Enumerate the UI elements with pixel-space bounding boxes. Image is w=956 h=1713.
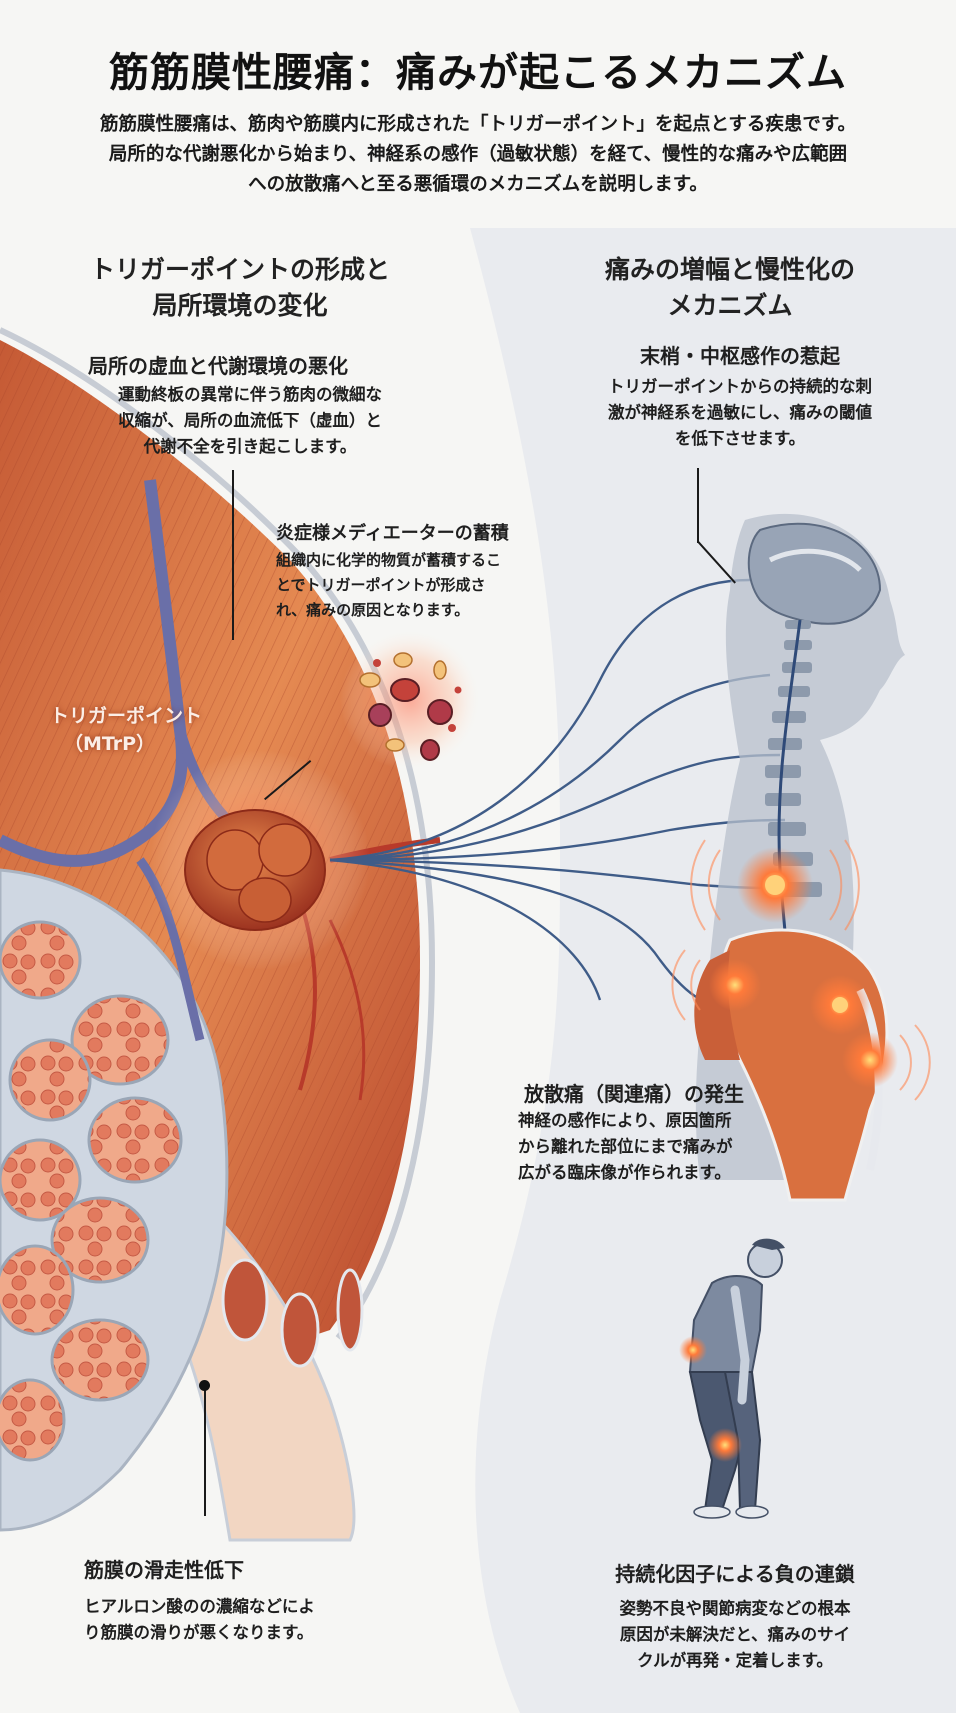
callout-line: ヒアルロン酸のの濃縮などによ bbox=[84, 1597, 315, 1616]
callout-line: トリガーポイントからの持続的な刺 bbox=[608, 377, 872, 396]
heading-line: メカニズム bbox=[667, 291, 793, 320]
callout-fascia: 筋膜の滑走性低下 ヒアルロン酸のの濃縮などによ り筋膜の滑りが悪くなります。 bbox=[84, 1556, 424, 1646]
callout-line: 広がる臨床像が作られます。 bbox=[518, 1163, 731, 1182]
heading-line: 痛みの増幅と慢性化の bbox=[604, 255, 855, 284]
callout-line: り筋膜の滑りが悪くなります。 bbox=[84, 1623, 314, 1642]
callout-ischemia: 局所の虚血と代謝環境の悪化 運動終板の異常に伴う筋肉の微細な 収縮が、局所の血流… bbox=[80, 352, 420, 460]
left-section-heading: トリガーポイントの形成と 局所環境の変化 bbox=[30, 252, 450, 324]
inflammatory-mediator-cluster bbox=[340, 630, 480, 770]
intro-line: への放散痛へと至る悪循環のメカニズムを説明します。 bbox=[248, 174, 708, 195]
callout-line: 収縮が、局所の血流低下（虚血）と bbox=[118, 411, 382, 430]
leader-line-ischemia bbox=[232, 470, 234, 640]
callout-title: 末梢・中枢感作の惹起 bbox=[640, 344, 840, 368]
callout-title: 持続化因子による負の連鎖 bbox=[615, 1562, 855, 1586]
callout-body: 運動終板の異常に伴う筋肉の微細な 収縮が、局所の血流低下（虚血）と 代謝不全を引… bbox=[80, 382, 420, 460]
callout-line: を低下させます。 bbox=[674, 429, 806, 448]
callout-mediator: 炎症様メディエーターの蓄積 組織内に化学的物質が蓄積するこ とでトリガーポイント… bbox=[276, 520, 566, 623]
callout-body: 姿勢不良や関節病変などの根本 原因が未解決だと、痛みのサイ クルが再発・定着しま… bbox=[570, 1596, 900, 1674]
callout-line: とでトリガーポイントが形成さ bbox=[276, 576, 486, 594]
leader-line-fascia bbox=[204, 1386, 206, 1516]
callout-title: 炎症様メディエーターの蓄積 bbox=[276, 523, 509, 544]
callout-line: 原因が未解決だと、痛みのサイ bbox=[619, 1625, 851, 1644]
leader-dot-fascia bbox=[199, 1380, 210, 1391]
heading-line: 局所環境の変化 bbox=[152, 291, 328, 320]
callout-body: 神経の感作により、原因箇所 から離れた部位にまで痛みが 広がる臨床像が作られます… bbox=[518, 1108, 818, 1186]
callout-line: 代謝不全を引き起こします。 bbox=[143, 437, 357, 456]
callout-sensitization: 末梢・中枢感作の惹起 トリガーポイントからの持続的な刺 激が神経系を過敏にし、痛… bbox=[570, 342, 910, 452]
page-title: 筋筋膜性腰痛：痛みが起こるメカニズム bbox=[109, 50, 847, 96]
callout-line: 神経の感作により、原因箇所 bbox=[518, 1111, 732, 1130]
right-section-heading: 痛みの増幅と慢性化の メカニズム bbox=[540, 252, 920, 324]
callout-line: 組織内に化学的物質が蓄積するこ bbox=[276, 551, 502, 569]
callout-title: 局所の虚血と代謝環境の悪化 bbox=[88, 354, 348, 378]
label-line: トリガーポイント bbox=[50, 705, 203, 727]
heading-line: トリガーポイントの形成と bbox=[89, 255, 390, 284]
callout-line: れ、痛みの原因となります。 bbox=[276, 601, 470, 619]
intro-line: 局所的な代謝悪化から始まり、神経系の感作（過敏状態）を経て、慢性的な痛みや広範囲 bbox=[108, 144, 848, 165]
callout-line: クルが再発・定着します。 bbox=[637, 1651, 833, 1670]
intro-line: 筋筋膜性腰痛は、筋肉や筋膜内に形成された「トリガーポイント」を起点とする疾患です… bbox=[99, 114, 857, 135]
callout-line: 姿勢不良や関節病変などの根本 bbox=[619, 1599, 851, 1618]
callout-referred-pain: 放散痛（関連痛）の発生 神経の感作により、原因箇所 から離れた部位にまで痛みが … bbox=[518, 1080, 818, 1186]
nerve-pathways bbox=[329, 578, 786, 1005]
callout-line: 激が神経系を過敏にし、痛みの閾値 bbox=[608, 403, 872, 422]
callout-title: 放散痛（関連痛）の発生 bbox=[524, 1082, 744, 1106]
callout-perpetuating-factors: 持続化因子による負の連鎖 姿勢不良や関節病変などの根本 原因が未解決だと、痛みの… bbox=[570, 1560, 900, 1674]
callout-line: 運動終板の異常に伴う筋肉の微細な bbox=[118, 385, 382, 404]
stooped-person-illustration bbox=[679, 1238, 785, 1519]
intro-text: 筋筋膜性腰痛は、筋肉や筋膜内に形成された「トリガーポイント」を起点とする疾患です… bbox=[20, 110, 936, 200]
callout-line: から離れた部位にまで痛みが bbox=[518, 1137, 733, 1156]
callout-title: 筋膜の滑走性低下 bbox=[84, 1558, 244, 1582]
callout-body: 組織内に化学的物質が蓄積するこ とでトリガーポイントが形成さ れ、痛みの原因とな… bbox=[276, 548, 566, 623]
callout-body: ヒアルロン酸のの濃縮などによ り筋膜の滑りが悪くなります。 bbox=[84, 1594, 424, 1646]
trigger-point-label: トリガーポイント （MTrP） bbox=[50, 702, 250, 758]
leader-line-sensitization bbox=[697, 468, 699, 543]
label-line: （MTrP） bbox=[64, 733, 156, 755]
callout-body: トリガーポイントからの持続的な刺 激が神経系を過敏にし、痛みの閾値 を低下させま… bbox=[570, 374, 910, 452]
pain-hotspots bbox=[671, 839, 931, 1101]
